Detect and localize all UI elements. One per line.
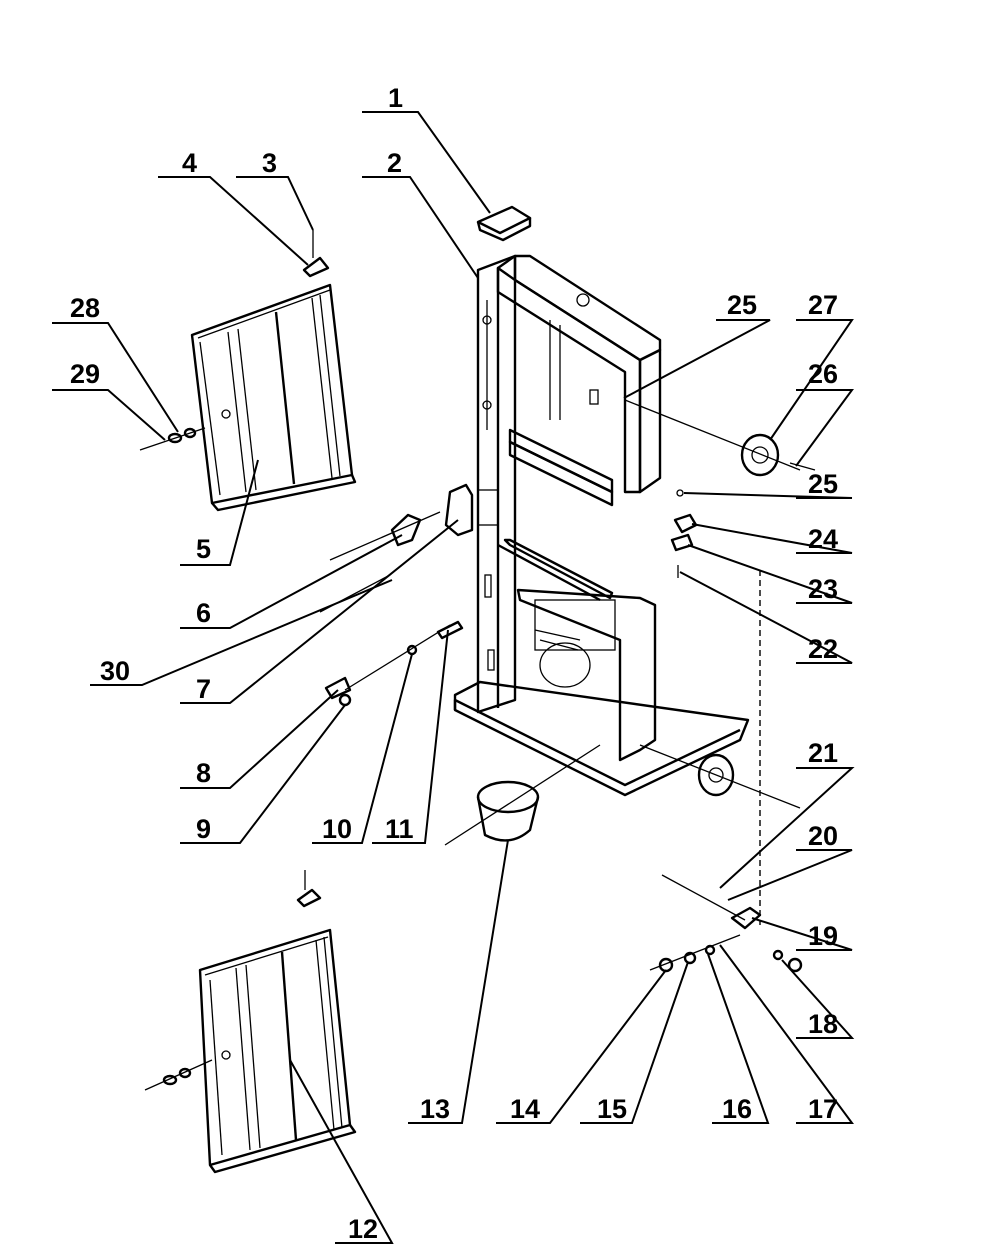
callout-labels: 1 2 3 4 5 6 7 8 9 10 11 12 13 14 15 16 1… (52, 83, 855, 1244)
callout-1: 1 (362, 83, 491, 214)
callout-11: 11 (372, 629, 449, 844)
callout-26: 26 (795, 359, 854, 467)
svg-text:6: 6 (196, 598, 211, 628)
callout-21: 21 (719, 738, 855, 889)
callout-5: 5 (180, 459, 259, 566)
svg-text:22: 22 (808, 634, 838, 664)
svg-text:16: 16 (722, 1094, 752, 1124)
callout-24: 24 (691, 523, 853, 554)
callout-10: 10 (312, 653, 413, 844)
callout-25-upper: 25 (623, 290, 771, 399)
callout-14: 14 (496, 969, 667, 1124)
top-cover-plate (476, 205, 532, 242)
svg-text:29: 29 (70, 359, 100, 389)
callout-30: 30 (90, 579, 393, 686)
svg-text:5: 5 (196, 534, 211, 564)
svg-text:9: 9 (196, 814, 211, 844)
callout-19: 19 (751, 917, 853, 951)
svg-text:18: 18 (808, 1009, 838, 1039)
callout-16: 16 (707, 953, 770, 1124)
svg-text:12: 12 (348, 1214, 378, 1244)
callout-7: 7 (180, 519, 459, 704)
callout-28: 28 (52, 293, 179, 433)
svg-text:3: 3 (262, 148, 277, 178)
svg-text:7: 7 (196, 674, 211, 704)
callout-18: 18 (781, 959, 855, 1039)
svg-text:25: 25 (808, 469, 838, 499)
callout-25-lower: 25 (683, 469, 853, 499)
svg-text:28: 28 (70, 293, 100, 323)
callout-4: 4 (158, 148, 309, 266)
callout-9: 9 (180, 704, 346, 844)
svg-text:11: 11 (385, 814, 414, 844)
callout-3: 3 (236, 148, 314, 231)
callout-13: 13 (408, 839, 509, 1124)
main-frame (453, 254, 750, 797)
lower-door (144, 870, 357, 1174)
svg-text:19: 19 (808, 921, 838, 951)
svg-text:10: 10 (322, 814, 352, 844)
callout-29: 29 (52, 359, 166, 441)
svg-text:21: 21 (808, 738, 838, 768)
svg-text:20: 20 (808, 821, 838, 851)
callout-22: 22 (679, 571, 853, 664)
svg-text:15: 15 (597, 1094, 627, 1124)
svg-text:30: 30 (100, 656, 130, 686)
callout-27: 27 (769, 290, 854, 441)
svg-text:4: 4 (182, 148, 197, 178)
svg-text:2: 2 (387, 148, 402, 178)
svg-text:27: 27 (808, 290, 838, 320)
right-fittings (624, 399, 816, 973)
callout-6: 6 (180, 534, 403, 629)
upper-door (139, 230, 357, 512)
svg-text:25: 25 (727, 290, 757, 320)
svg-text:13: 13 (420, 1094, 450, 1124)
left-fittings (319, 483, 601, 846)
callout-12: 12 (289, 1059, 394, 1244)
callout-15: 15 (580, 961, 689, 1124)
callout-23: 23 (687, 544, 853, 604)
callout-17: 17 (719, 944, 854, 1124)
svg-text:8: 8 (196, 758, 211, 788)
svg-text:14: 14 (510, 1094, 540, 1124)
callout-20: 20 (727, 821, 853, 901)
callout-8: 8 (180, 689, 339, 789)
callout-2: 2 (362, 148, 479, 279)
svg-text:1: 1 (388, 83, 403, 113)
